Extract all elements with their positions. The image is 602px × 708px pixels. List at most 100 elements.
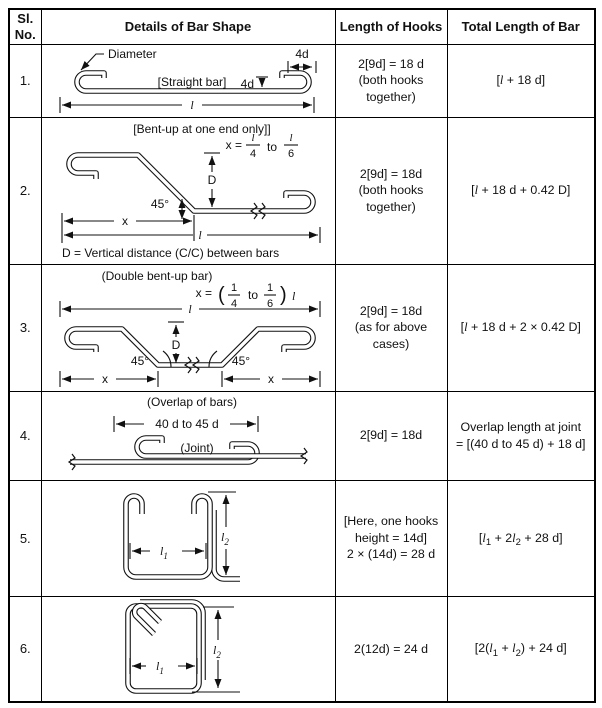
row3-diagram-cell: (Double bent-up bar) x = ( 1 4 to 1 6 ) … xyxy=(40,263,336,392)
row4-number: 4. xyxy=(8,390,42,481)
closed-stirrup-diagram: l1 l2 xyxy=(125,598,240,694)
stirrup-tube xyxy=(125,602,202,694)
x-dimension xyxy=(61,212,195,243)
table-row: 5. l1 xyxy=(8,479,596,597)
x-formula: x = l 4 to l 6 xyxy=(226,132,298,160)
l2-label: l2 xyxy=(221,530,229,547)
row1-total-cell: [l + 18 d] xyxy=(446,43,596,118)
row6-hooks-cell: 2(12d) = 24 d xyxy=(334,595,448,703)
row1-number: 1. xyxy=(8,43,42,118)
open-stirrup-diagram: l1 l2 xyxy=(123,491,240,582)
l2-label: l2 xyxy=(213,643,221,660)
overlap-length-label: 40 d to 45 d xyxy=(155,417,218,431)
lap-bar-tube xyxy=(140,598,206,680)
diameter-label: Diameter xyxy=(108,47,157,61)
left-x-label: x xyxy=(102,372,108,386)
table-row: 4. (Overlap of bars) 40 d to 45 d xyxy=(8,390,596,481)
fraction2-denominator: 6 xyxy=(267,298,273,310)
row3-hooks-cell: 2[9d] = 18d (as for above cases) xyxy=(334,263,448,392)
break-marks xyxy=(249,202,266,219)
x-formula: x = ( 1 4 to 1 6 ) l xyxy=(196,282,296,310)
lower-bar-tube xyxy=(70,440,260,465)
row5-hooks-cell: [Here, one hooks height = 14d] 2 × (14d)… xyxy=(334,479,448,597)
break-marks xyxy=(67,447,308,470)
table-row: 3. (Double bent-up bar) x = ( 1 4 to 1 6… xyxy=(8,263,596,392)
row3-total-cell: [l + 18 d + 2 × 0.42 D] xyxy=(446,263,596,392)
l1-label: l1 xyxy=(156,659,164,676)
d-dimension xyxy=(168,320,184,363)
corner-hook-tube xyxy=(131,602,162,636)
row6-diagram-cell: l1 l2 xyxy=(40,595,336,703)
row4-hooks-cell: 2[9d] = 18d xyxy=(334,390,448,481)
row6-number: 6. xyxy=(8,595,42,703)
table-row: 1. Diameter [Straight bar] 4d xyxy=(8,43,596,118)
l1-dimension xyxy=(129,657,198,674)
row5-number: 5. xyxy=(8,479,42,597)
header-details: Details of Bar Shape xyxy=(40,8,336,45)
left-angle-arc xyxy=(162,350,172,367)
fraction1-numerator: 1 xyxy=(231,282,237,294)
hook-width-label: 4d xyxy=(295,47,308,61)
straight-bar-diagram: Diameter [Straight bar] 4d 4d l xyxy=(59,47,317,113)
l1-dimension xyxy=(129,543,207,559)
length-label: l xyxy=(190,98,194,112)
row3-number: 3. xyxy=(8,263,42,392)
d-dimension xyxy=(204,151,220,207)
x-equals: x = xyxy=(226,138,242,152)
row6-total-cell: [2(l1 + l2) + 24 d] xyxy=(446,595,596,703)
hook-height-label: 4d xyxy=(241,77,254,91)
header-sl-no: Sl. No. xyxy=(8,8,42,45)
diameter-leader xyxy=(80,52,104,70)
row2-diagram-cell: [Bent-up at one end only]] x = l 4 to l xyxy=(40,116,336,265)
open-paren: ( xyxy=(218,284,225,306)
length-multiplier: l xyxy=(292,289,296,303)
bar-shape-table: Sl. No. Details of Bar Shape Length of H… xyxy=(8,8,596,703)
diagram-title: [Bent-up at one end only]] xyxy=(133,122,270,136)
length-dimension xyxy=(59,96,315,113)
d-label: D xyxy=(172,338,181,352)
header-length-of-hooks: Length of Hooks xyxy=(334,8,448,45)
table-row: 2. [Bent-up at one end only]] x = l 4 to xyxy=(8,116,596,265)
row2-total-cell: [l + 18 d + 0.42 D] xyxy=(446,116,596,265)
bent-up-bar-diagram: [Bent-up at one end only]] x = l 4 to l xyxy=(61,122,321,260)
row5-total-cell: [l1 + 2l2 + 28 d] xyxy=(446,479,596,597)
to-label: to xyxy=(267,140,277,154)
overlap-diagram: (Overlap of bars) 40 d to 45 d xyxy=(67,395,308,470)
row2-hooks-cell: 2[9d] = 18d (both hooks together) xyxy=(334,116,448,265)
fraction2-numerator: 1 xyxy=(267,282,273,294)
fraction1-numerator: l xyxy=(251,132,254,144)
l2-dimension xyxy=(208,491,236,575)
left-angle-label: 45° xyxy=(131,354,149,368)
right-angle-arc xyxy=(208,350,218,367)
table-row: 6. l1 xyxy=(8,595,596,703)
stirrup-tube xyxy=(123,493,213,580)
row1-diagram-cell: Diameter [Straight bar] 4d 4d l xyxy=(40,43,336,118)
l2-dimension xyxy=(192,606,240,693)
row2-number: 2. xyxy=(8,116,42,265)
row1-hooks-cell: 2[9d] = 18 d (both hooks together) xyxy=(334,43,448,118)
l1-label: l1 xyxy=(160,544,168,561)
header-row: Sl. No. Details of Bar Shape Length of H… xyxy=(8,8,596,45)
row4-diagram-cell: (Overlap of bars) 40 d to 45 d xyxy=(40,390,336,481)
to-label: to xyxy=(248,288,258,302)
double-bent-up-diagram: (Double bent-up bar) x = ( 1 4 to 1 6 ) … xyxy=(59,269,321,387)
fraction1-denominator: 4 xyxy=(250,148,256,160)
hook-width-dimension xyxy=(287,60,317,73)
joint-label: (Joint) xyxy=(180,441,213,455)
x-equals: x = xyxy=(196,286,212,300)
diagram-title: (Double bent-up bar) xyxy=(102,269,213,283)
bar-tube xyxy=(66,151,316,214)
length-dimension xyxy=(59,300,321,317)
left-x-dimension xyxy=(59,370,159,387)
fraction1-denominator: 4 xyxy=(231,298,237,310)
bar-tube xyxy=(64,325,316,368)
hook-height-dimension xyxy=(256,75,268,87)
row5-diagram-cell: l1 l2 xyxy=(40,479,336,597)
header-total-length: Total Length of Bar xyxy=(446,8,596,45)
upper-bar-tube xyxy=(134,434,306,459)
overlap-dimension xyxy=(113,415,259,432)
length-dimension xyxy=(64,226,321,243)
right-angle-label: 45° xyxy=(232,354,250,368)
lap-bar-tube xyxy=(211,510,240,582)
